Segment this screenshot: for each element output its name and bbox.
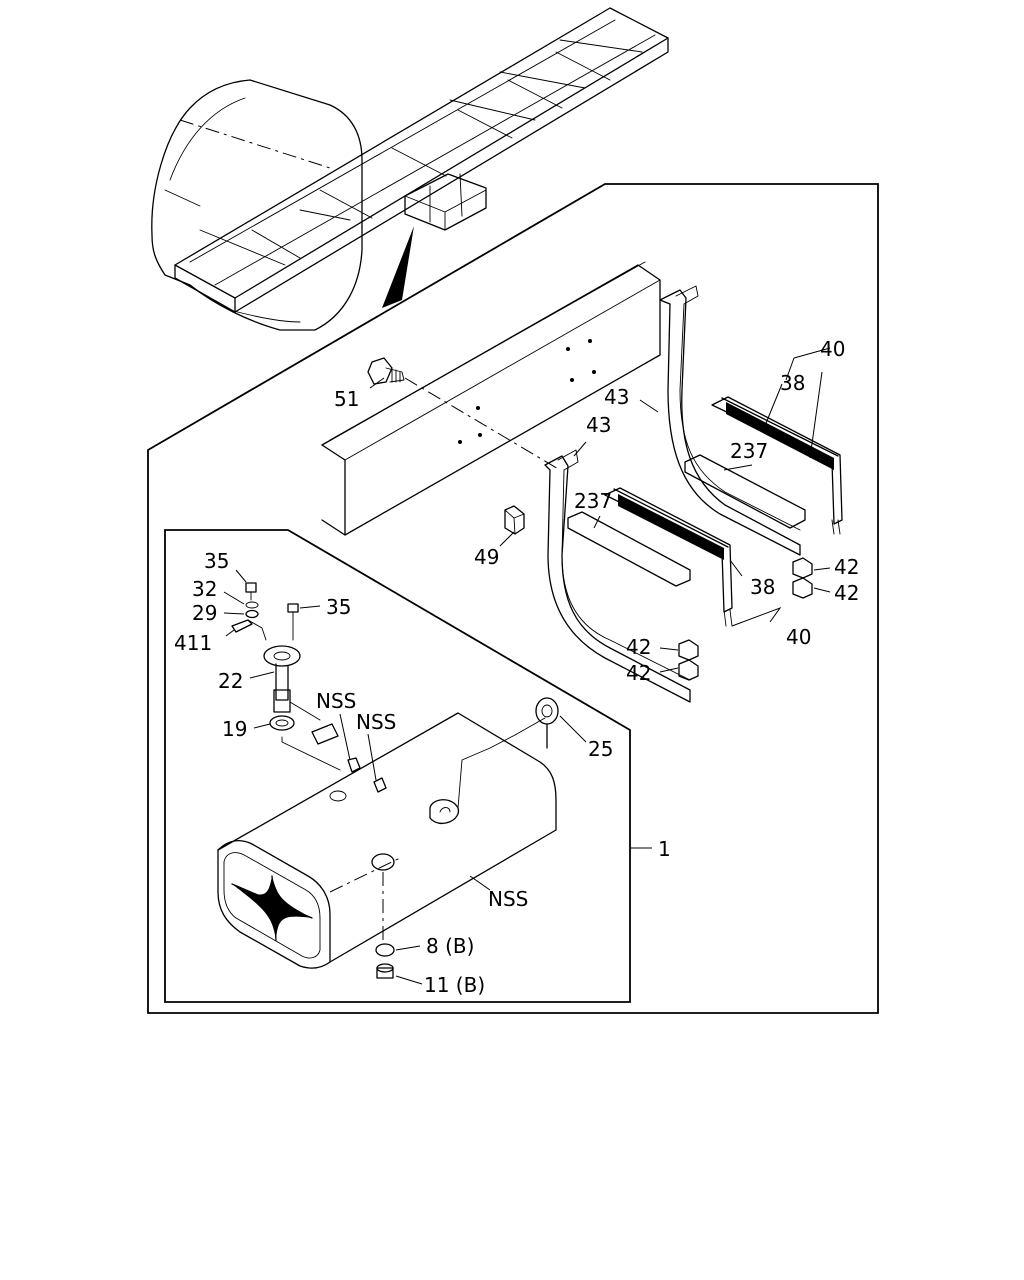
callout-nss-c: NSS [488, 887, 528, 911]
nut-42-group [678, 557, 813, 681]
tank-bracket-assembly-front [544, 449, 733, 703]
callout-nss-b: NSS [356, 710, 396, 734]
callout-11b: 11 (B) [424, 973, 485, 997]
callout-nss-a: NSS [316, 689, 356, 713]
callout-19: 19 [222, 717, 247, 741]
callout-25: 25 [588, 737, 613, 761]
callout-8b: 8 (B) [426, 934, 474, 958]
leader-lines [223, 347, 831, 985]
callout-40-top: 40 [820, 337, 845, 361]
inner-tank-frame [164, 529, 631, 1003]
callout-40-bottom: 40 [786, 625, 811, 649]
callout-22: 22 [218, 669, 243, 693]
fuel-tank-body [217, 697, 559, 979]
callout-237-mid: 237 [574, 489, 612, 513]
sender-unit-parts [231, 582, 341, 771]
callout-42-b: 42 [834, 581, 859, 605]
callout-38-top: 38 [780, 371, 805, 395]
callout-42-c: 42 [626, 635, 651, 659]
callout-29: 29 [192, 601, 217, 625]
bolt-51 [367, 357, 405, 385]
nut-49 [504, 505, 525, 535]
callout-43-top: 43 [604, 385, 629, 409]
callout-35-b: 35 [326, 595, 351, 619]
outer-detail-frame [147, 183, 879, 1014]
callout-38-bottom: 38 [750, 575, 775, 599]
callout-42-d: 42 [626, 661, 651, 685]
callout-51: 51 [334, 387, 359, 411]
chassis-rail-section [321, 261, 661, 536]
tank-bracket-assembly-rear [659, 285, 843, 556]
truck-overview-illustration [151, 7, 669, 331]
callout-labels: 51 40 38 43 43 237 237 49 42 42 38 40 42… [174, 337, 859, 997]
callout-32: 32 [192, 577, 217, 601]
callout-35-a: 35 [204, 549, 229, 573]
callout-42-a: 42 [834, 555, 859, 579]
callout-1: 1 [658, 837, 671, 861]
callout-49: 49 [474, 545, 499, 569]
callout-237-top: 237 [730, 439, 768, 463]
callout-43-mid: 43 [586, 413, 611, 437]
callout-411: 411 [174, 631, 212, 655]
